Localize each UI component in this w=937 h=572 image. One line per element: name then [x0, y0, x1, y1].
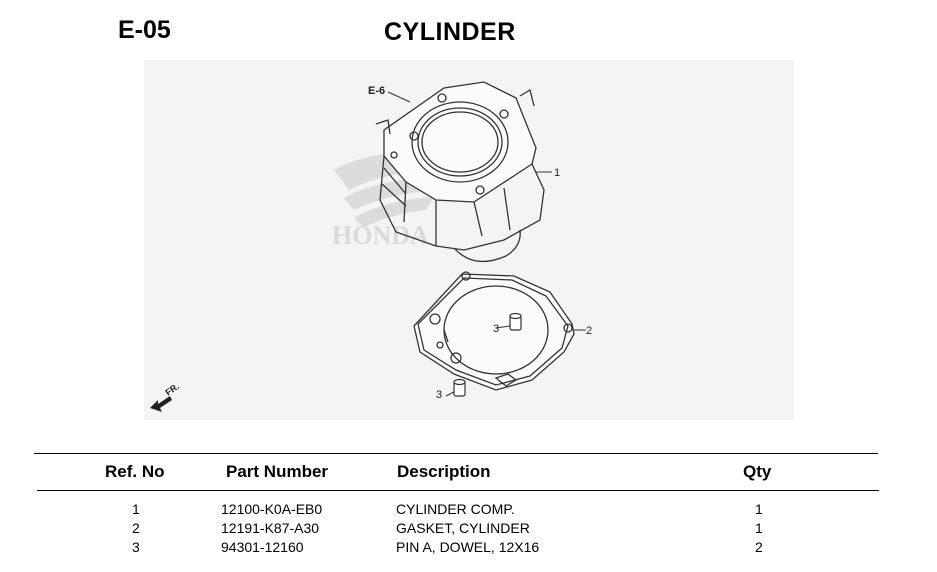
- row-description: CYLINDER COMP.: [396, 501, 515, 517]
- callout-1: 1: [554, 167, 560, 179]
- row-description: GASKET, CYLINDER: [396, 520, 530, 536]
- header-description: Description: [397, 462, 491, 481]
- dowel-pin-2: [453, 378, 466, 397]
- callout-3-lower: 3: [436, 389, 442, 401]
- page-code: E-05: [118, 16, 171, 44]
- row-qty: 1: [755, 501, 763, 517]
- leader-lines: [387, 91, 586, 397]
- header-qty: Qty: [743, 462, 772, 481]
- row-ref: 1: [132, 501, 140, 517]
- row-ref: 3: [132, 539, 140, 555]
- row-description: PIN A, DOWEL, 12X16: [396, 539, 540, 555]
- row-part-number: 12100-K0A-EB0: [221, 501, 323, 517]
- callout-2: 2: [586, 325, 592, 337]
- row-qty: 2: [755, 539, 763, 555]
- row-part-number: 94301-12160: [221, 539, 304, 555]
- row-part-number: 12191-K87-A30: [221, 520, 320, 536]
- cylinder-illustration: [375, 81, 545, 263]
- row-qty: 1: [755, 520, 763, 536]
- callout-3-upper: 3: [493, 323, 499, 335]
- row-ref: 2: [132, 520, 140, 536]
- table-top-rule: [34, 453, 878, 454]
- front-arrow-icon: FR.: [150, 381, 181, 412]
- page-title: CYLINDER: [384, 18, 516, 46]
- front-mark-label: FR.: [163, 381, 181, 398]
- gasket-illustration: [413, 271, 575, 391]
- header-ref-no: Ref. No: [105, 462, 165, 481]
- table-header-rule: [37, 490, 879, 491]
- dowel-pin-1: [509, 312, 522, 331]
- header-part-number: Part Number: [226, 462, 329, 481]
- parts-diagram: HONDA: [144, 60, 794, 420]
- honda-watermark-text: HONDA: [332, 221, 429, 250]
- callout-e6: E-6: [368, 85, 385, 97]
